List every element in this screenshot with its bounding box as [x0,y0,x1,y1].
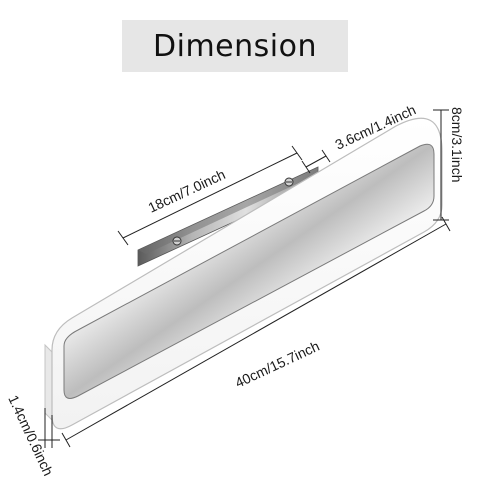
wall-bracket [137,166,319,267]
page-title: Dimension [153,28,317,64]
height-label: 8cm/3.1inch [449,107,465,182]
title-banner: Dimension [122,20,348,72]
chrome-strip [63,143,435,399]
length-label: 40cm/15.7inch [233,338,322,391]
dimension-lines [38,109,451,448]
lamp-body [44,117,443,430]
bracket-length-label: 18cm/7.0inch [146,166,228,216]
